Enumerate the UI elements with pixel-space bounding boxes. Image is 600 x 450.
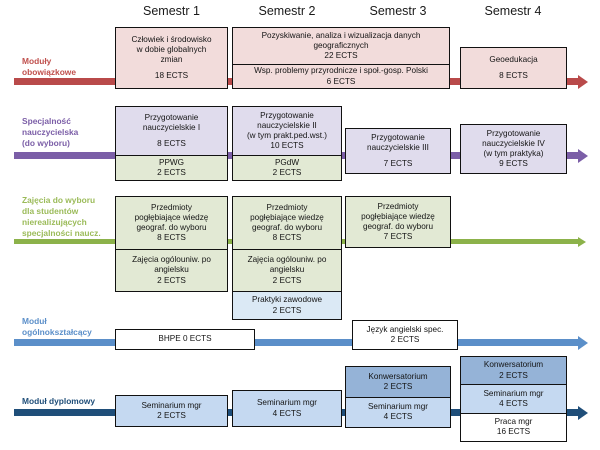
course-box-praktyki-zawodowe[interactable]: Praktyki zawodowe 2 ECTS: [233, 291, 341, 319]
course-box-praca-mgr[interactable]: Praca mgr 16 ECTS: [461, 412, 566, 441]
course-ects: 4 ECTS: [499, 398, 528, 408]
course-box-zajecia-ogolouniw-s1[interactable]: Zajęcia ogólouniw. po angielsku 2 ECTS: [116, 249, 227, 291]
flow-arrow-zajecia-do-wyboru: [578, 236, 586, 247]
course-title: Seminarium mgr: [367, 402, 429, 412]
course-box-geoedukacja[interactable]: Geoedukacja 8 ECTS: [460, 47, 567, 89]
column-header-semestr-4: Semestr 4: [484, 4, 542, 18]
course-title: Przedmioty pogłębiające wiedzę geograf. …: [134, 202, 209, 232]
course-stack-semestr-1-specjalnosc: Przygotowanie nauczycielskie I 8 ECTS PP…: [115, 106, 228, 181]
course-title: Praca mgr: [494, 417, 533, 427]
course-box-przygotowanie-nauczycielskie-iii[interactable]: Przygotowanie nauczycielskie III 7 ECTS: [345, 128, 451, 174]
course-box-pozyskiwanie-analiza[interactable]: Pozyskiwanie, analiza i wizualizacja dan…: [233, 28, 449, 64]
course-title: Konwersatorium: [483, 360, 544, 370]
row-label-specjalnosc-nauczycielska: Specjalność nauczycielska (do wyboru): [22, 116, 79, 148]
course-title: PPWG: [158, 157, 185, 167]
column-header-semestr-3: Semestr 3: [369, 4, 427, 18]
course-stack-semestr-3-dyplomowy: Konwersatorium 2 ECTS Seminarium mgr 4 E…: [345, 366, 451, 428]
course-ects: 2 ECTS: [272, 305, 302, 315]
course-ects: 9 ECTS: [499, 159, 528, 169]
course-title: Człowiek i środowisko w dobie globalnych…: [131, 34, 212, 64]
course-ects: 6 ECTS: [326, 76, 356, 86]
course-title: Przedmioty pogłębiające wiedzę geograf. …: [250, 202, 324, 232]
course-ects: 2 ECTS: [390, 335, 420, 344]
course-box-seminarium-mgr-s2[interactable]: Seminarium mgr 4 ECTS: [232, 390, 342, 427]
course-title: Wsp. problemy przyrodnicze i społ.-gosp.…: [254, 66, 428, 76]
course-ects: 18 ECTS: [154, 71, 189, 81]
course-ects: 2 ECTS: [383, 381, 413, 391]
course-box-konwersatorium-s4[interactable]: Konwersatorium 2 ECTS: [461, 357, 566, 385]
course-ects: 8 ECTS: [499, 71, 528, 80]
course-ects: 8 ECTS: [272, 233, 302, 243]
course-box-przygotowanie-nauczycielskie-i[interactable]: Przygotowanie nauczycielskie I 8 ECTS: [116, 107, 227, 155]
course-box-ppwg[interactable]: PPWG 2 ECTS: [116, 155, 227, 180]
course-title: Seminarium mgr: [256, 398, 318, 408]
course-title: Przedmioty pogłębiające wiedzę geograf. …: [361, 201, 435, 231]
course-ects: 2 ECTS: [157, 411, 186, 420]
course-title: Zajęcia ogólouniw. po angielsku: [247, 255, 327, 275]
course-title: Przygotowanie nauczycielskie I: [142, 112, 201, 132]
course-title: PGdW: [274, 157, 300, 167]
course-ects: 4 ECTS: [272, 408, 302, 418]
course-box-bhpe[interactable]: BHPE 0 ECTS: [115, 329, 255, 350]
row-label-moduly-obowiazkowe: Moduły obowiązkowe: [22, 56, 76, 77]
course-ects: 7 ECTS: [383, 232, 413, 242]
course-title: Przygotowanie nauczycielskie III: [367, 132, 429, 152]
course-title: Seminarium mgr: [483, 388, 544, 398]
course-ects: 2 ECTS: [157, 275, 186, 285]
course-stack-semestr-4-dyplomowy: Konwersatorium 2 ECTS Seminarium mgr 4 E…: [460, 356, 567, 442]
column-header-semestr-2: Semestr 2: [258, 4, 316, 18]
course-ects: 2 ECTS: [272, 275, 302, 285]
course-ects: 7 ECTS: [383, 159, 413, 169]
course-title: Geoedukacja: [489, 54, 538, 64]
course-box-przedmioty-poglebiajace-s1[interactable]: Przedmioty pogłębiające wiedzę geograf. …: [116, 197, 227, 249]
flow-arrow-modul-dyplomowy: [578, 405, 588, 420]
course-box-jezyk-angielski-spec[interactable]: Język angielski spec. 2 ECTS: [352, 320, 458, 350]
course-title: Przygotowanie nauczycielskie IV (w tym p…: [482, 128, 545, 158]
row-label-zajecia-do-wyboru: Zajęcia do wyboru dla studentów niereali…: [22, 195, 101, 238]
course-box-przygotowanie-nauczycielskie-ii[interactable]: Przygotowanie nauczycielskie II (w tym p…: [233, 107, 341, 155]
course-ects: 2 ECTS: [272, 168, 302, 177]
row-label-modul-ogolnoksztalcacy: Moduł ogólnokształcący: [22, 316, 92, 337]
course-title: Zajęcia ogólouniw. po angielsku: [132, 255, 211, 275]
course-box-przedmioty-poglebiajace-s3[interactable]: Przedmioty pogłębiające wiedzę geograf. …: [345, 196, 451, 248]
course-box-seminarium-mgr-s1[interactable]: Seminarium mgr 2 ECTS: [115, 395, 228, 427]
flow-arrow-specjalnosc-nauczycielska: [578, 148, 588, 163]
course-box-wsp-problemy-polski[interactable]: Wsp. problemy przyrodnicze i społ.-gosp.…: [233, 64, 449, 88]
course-ects: 2 ECTS: [499, 370, 528, 380]
course-ects: 8 ECTS: [157, 139, 186, 149]
flow-arrow-moduly-obowiazkowe: [578, 74, 588, 89]
course-ects: 22 ECTS: [324, 51, 358, 61]
course-title: Seminarium mgr: [141, 400, 202, 410]
course-ects: 2 ECTS: [157, 168, 186, 177]
flow-arrow-modul-ogolnoksztalcacy: [578, 335, 588, 350]
course-box-przygotowanie-nauczycielskie-iv[interactable]: Przygotowanie nauczycielskie IV (w tym p…: [460, 124, 567, 174]
column-header-semestr-1: Semestr 1: [143, 4, 200, 18]
course-title: Język angielski spec.: [366, 324, 444, 334]
row-label-modul-dyplomowy: Moduł dyplomowy: [22, 396, 96, 406]
course-title: Pozyskiwanie, analiza i wizualizacja dan…: [261, 30, 421, 50]
course-stack-semestr-2-wyboru: Przedmioty pogłębiające wiedzę geograf. …: [232, 196, 342, 320]
flow-band-modul-ogolnoksztalcacy: [14, 339, 580, 346]
course-box-zajecia-ogolouniw-s2[interactable]: Zajęcia ogólouniw. po angielsku 2 ECTS: [233, 249, 341, 291]
course-box-przedmioty-poglebiajace-s2[interactable]: Przedmioty pogłębiające wiedzę geograf. …: [233, 197, 341, 249]
course-ects: 4 ECTS: [383, 412, 413, 422]
course-stack-semestr-1-wyboru: Przedmioty pogłębiające wiedzę geograf. …: [115, 196, 228, 292]
course-title: Przygotowanie nauczycielskie II (w tym p…: [246, 110, 328, 140]
course-stack-semestr-2-3-obowiazkowe: Pozyskiwanie, analiza i wizualizacja dan…: [232, 27, 450, 89]
course-title: BHPE 0 ECTS: [158, 334, 212, 344]
course-box-pgdw[interactable]: PGdW 2 ECTS: [233, 155, 341, 180]
course-box-seminarium-mgr-s3[interactable]: Seminarium mgr 4 ECTS: [346, 396, 450, 427]
course-ects: 10 ECTS: [270, 141, 304, 151]
course-box-konwersatorium-s3[interactable]: Konwersatorium 2 ECTS: [346, 367, 450, 397]
course-stack-semestr-2-specjalnosc: Przygotowanie nauczycielskie II (w tym p…: [232, 106, 342, 181]
course-ects: 8 ECTS: [157, 233, 186, 243]
course-ects: 16 ECTS: [496, 427, 531, 437]
course-box-seminarium-mgr-s4[interactable]: Seminarium mgr 4 ECTS: [461, 384, 566, 413]
course-title: Praktyki zawodowe: [251, 295, 323, 305]
course-box-czlowiek-i-srodowisko[interactable]: Człowiek i środowisko w dobie globalnych…: [115, 27, 228, 89]
course-title: Konwersatorium: [368, 371, 428, 381]
